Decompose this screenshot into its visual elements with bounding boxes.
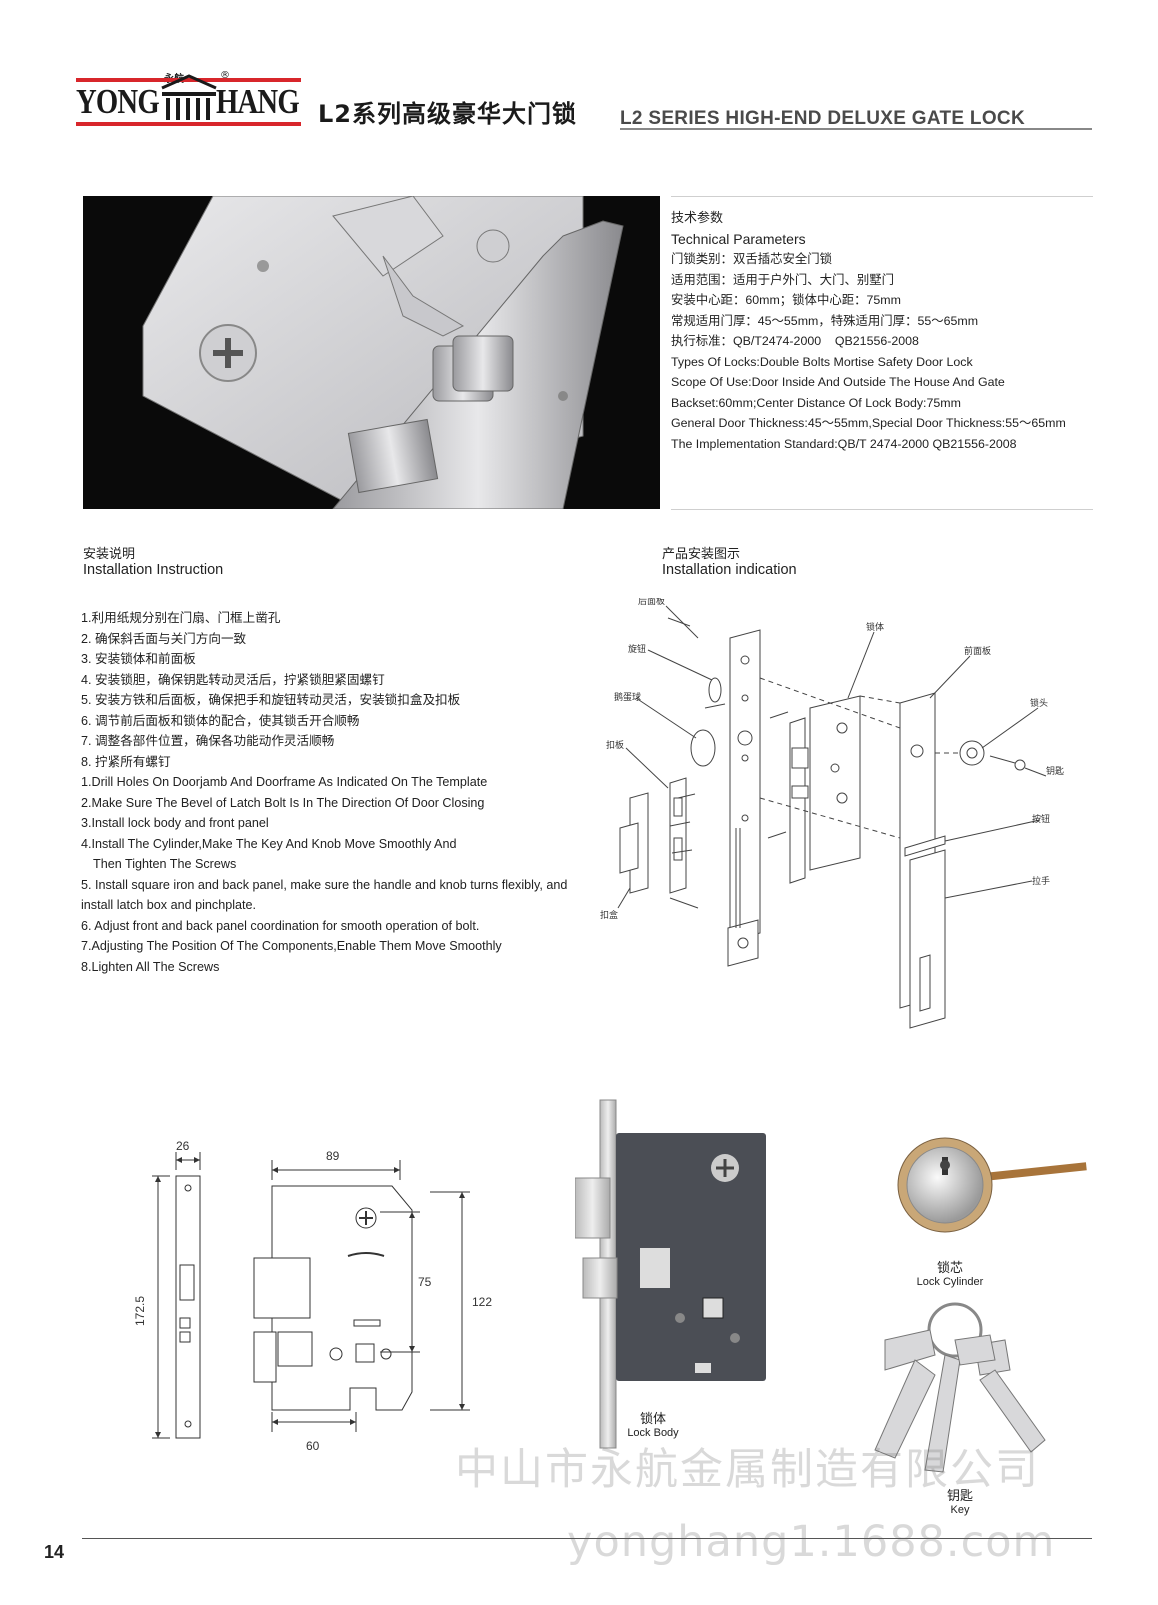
keys-image: [874, 1302, 1046, 1473]
callout-back-panel: 后面板: [638, 598, 665, 607]
params-top-rule: [671, 196, 1093, 197]
cylinder-caption-en: Lock Cylinder: [916, 1276, 984, 1288]
step-item: 6. 调节前后面板和锁体的配合，使其锁舌开合顺畅: [81, 713, 360, 728]
dim-body-height: 122: [472, 1295, 492, 1309]
footer-rule: [82, 1538, 1092, 1539]
step-item: 8. 拧紧所有螺钉: [81, 754, 171, 769]
step-item: 3. 安装锁体和前面板: [81, 652, 196, 666]
param-line: Scope Of Use:Door Inside And Outside The…: [671, 375, 1005, 389]
lock-body-caption: 锁体 Lock Body: [618, 1408, 688, 1439]
installation-heading-en: Installation Instruction: [83, 562, 224, 578]
dim-faceplate-width: 26: [176, 1139, 190, 1153]
step-item: Then Tighten The Screws: [93, 857, 237, 871]
params-heading-en: Technical Parameters: [671, 230, 806, 247]
param-line: 门锁类别：双舌插芯安全门锁: [671, 252, 833, 266]
indication-heading: 产品安装图示 Installation indication: [662, 543, 797, 578]
watermark-site: yonghang1.1688.com: [567, 1517, 1056, 1567]
indication-heading-en: Installation indication: [662, 562, 797, 578]
dim-faceplate-height: 172.5: [133, 1296, 147, 1326]
title-english: L2 SERIES HIGH-END DELUXE GATE LOCK: [620, 108, 1025, 129]
key-caption: 钥匙 Key: [925, 1485, 995, 1516]
step-item: 7.Adjusting The Position Of The Componen…: [81, 939, 502, 953]
technical-parameters: 技术参数 Technical Parameters 门锁类别：双舌插芯安全门锁 …: [671, 208, 1101, 454]
dim-backset: 60: [306, 1439, 320, 1453]
page-number: 14: [44, 1542, 65, 1562]
step-item: 5. Install square iron and back panel, m…: [81, 877, 568, 892]
param-line: 常规适用门厚：45～55mm，特殊适用门厚：55～65mm: [671, 313, 979, 328]
param-line: Types Of Locks:Double Bolts Mortise Safe…: [671, 354, 973, 369]
lock-body-caption-cn: 锁体: [639, 1412, 666, 1427]
step-item: 2. 确保斜舌面与关门方向一致: [81, 631, 247, 646]
key-caption-cn: 钥匙: [946, 1489, 973, 1504]
callout-strike-box: 扣盒: [600, 909, 618, 921]
step-item: 4.Install The Cylinder,Make The Key And …: [81, 836, 457, 851]
step-item: 3.Install lock body and front panel: [81, 816, 269, 830]
param-line: The Implementation Standard:QB/T 2474-20…: [671, 436, 1017, 451]
params-bottom-rule: [671, 509, 1093, 510]
title-underline: [620, 128, 1092, 130]
dimension-drawing: 26 172.5 89 75 122 60: [133, 1139, 492, 1453]
installation-steps: 1.利用纸规分别在门扇、门框上凿孔 2. 确保斜舌面与关门方向一致 3. 安装锁…: [81, 608, 641, 977]
callout-knob: 旋钮: [628, 643, 646, 655]
callout-handle: 拉手: [1032, 875, 1050, 887]
callout-button: 按钮: [1032, 813, 1050, 825]
brand-logo: 永航 ® YONG HANG: [76, 70, 301, 132]
step-item: 5. 安装方铁和后面板，确保把手和旋钮转动灵活，安装锁扣盒及扣板: [81, 693, 461, 707]
callout-key: 钥匙: [1046, 765, 1064, 777]
lock-cylinder-image: [897, 1137, 1087, 1233]
watermark-company: 中山市永航金属制造有限公司: [455, 1445, 1040, 1495]
dim-center-distance: 75: [418, 1275, 432, 1289]
dim-body-width: 89: [326, 1149, 340, 1163]
logo-text-right: HANG: [216, 82, 300, 121]
logo-gate-icon: [161, 74, 217, 120]
callout-strike-plate: 扣板: [606, 739, 624, 751]
step-item: 1.Drill Holes On Doorjamb And Doorframe …: [81, 775, 488, 789]
installation-heading: 安装说明 Installation Instruction: [83, 543, 223, 578]
logo-bottom-bar: [76, 122, 301, 126]
installation-heading-cn: 安装说明: [83, 546, 136, 561]
title-chinese: L2系列高级豪华大门锁: [318, 100, 577, 128]
logo-text-left: YONG: [76, 82, 160, 121]
param-line: 适用范围：适用于户外门、大门、别墅门: [671, 272, 895, 287]
param-line: Backset:60mm;Center Distance Of Lock Bod…: [671, 395, 961, 410]
param-line: 执行标准：QB/T2474-2000 QB21556-2008: [671, 334, 919, 348]
callout-front-panel: 前面板: [964, 645, 991, 657]
cylinder-caption-cn: 锁芯: [936, 1261, 963, 1276]
param-line: 安装中心距：60mm；锁体中心距：75mm: [671, 293, 901, 307]
step-item: 1.利用纸规分别在门扇、门框上凿孔: [81, 611, 281, 625]
params-heading-cn: 技术参数: [671, 210, 724, 225]
step-item: install latch box and pinchplate.: [81, 898, 257, 912]
step-item: 8.Lighten All The Screws: [81, 959, 220, 974]
step-item: 4. 安装锁胆，确保钥匙转动灵活后，拧紧锁胆紧固螺钉: [81, 672, 385, 687]
indication-heading-cn: 产品安装图示: [662, 546, 741, 561]
key-caption-en: Key: [950, 1504, 970, 1516]
lock-body-image: [575, 1099, 766, 1449]
callout-cylinder: 锁头: [1030, 697, 1048, 709]
step-item: 2.Make Sure The Bevel of Latch Bolt Is I…: [81, 795, 485, 810]
product-photo: [83, 196, 660, 509]
callout-egg-ball: 鹅蛋球: [614, 691, 641, 703]
lock-body-caption-en: Lock Body: [627, 1427, 679, 1439]
param-line: General Door Thickness:45～55mm,Special D…: [671, 416, 1066, 430]
step-item: 7. 调整各部件位置，确保各功能动作灵活顺畅: [81, 734, 335, 748]
exploded-installation-diagram: 后面板 旋钮 鹅蛋球 扣板 扣盒 锁体 前面板 锁头 钥匙 按钮 拉手: [600, 598, 1064, 1029]
callout-lock-body: 锁体: [866, 621, 884, 633]
logo-top-bar: [76, 78, 301, 82]
step-item: 6. Adjust front and back panel coordinat…: [81, 918, 480, 933]
logo-registered-mark: ®: [220, 70, 230, 81]
cylinder-caption: 锁芯 Lock Cylinder: [895, 1257, 1005, 1288]
